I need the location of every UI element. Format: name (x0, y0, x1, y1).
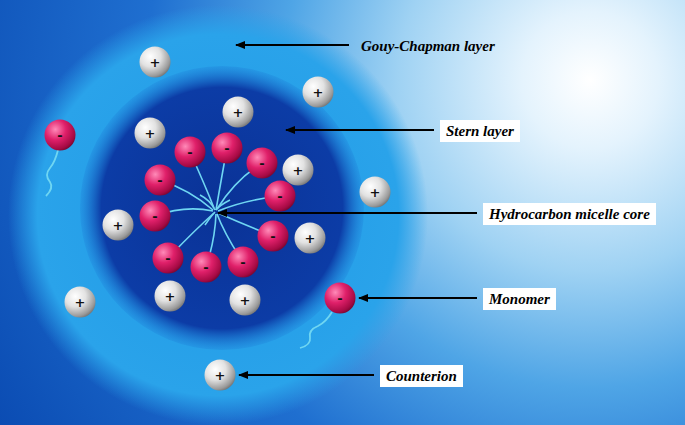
surfactant-head: - (190, 251, 222, 283)
surfactant-head: - (264, 180, 296, 212)
charge-plus: + (165, 290, 176, 303)
charge-minus: - (203, 261, 208, 274)
counterion-sphere: + (204, 359, 236, 391)
counterion-sphere: + (222, 96, 254, 128)
counterion-sphere: + (302, 76, 334, 108)
counterion-sphere: + (359, 176, 391, 208)
charge-plus: + (370, 186, 381, 199)
charge-plus: + (150, 56, 161, 69)
leader-arrows (218, 45, 477, 375)
surfactant-head: - (144, 164, 176, 196)
counterion-sphere: + (134, 117, 166, 149)
charge-plus: + (145, 127, 156, 140)
charge-minus: - (259, 157, 264, 170)
charge-minus: - (157, 174, 162, 187)
charge-minus: - (165, 252, 170, 265)
charge-minus: - (277, 190, 282, 203)
charge-minus: - (224, 142, 229, 155)
surfactant-head: - (152, 242, 184, 274)
counterion-sphere: + (294, 222, 326, 254)
surfactant-head: - (324, 282, 356, 314)
counterion-sphere: + (102, 209, 134, 241)
charge-plus: + (313, 86, 324, 99)
charge-minus: - (187, 146, 192, 159)
charge-plus: + (240, 294, 251, 307)
surfactant-head: - (257, 220, 289, 252)
charge-minus: - (240, 256, 245, 269)
stern-region (80, 66, 364, 350)
surfactant-head: - (227, 246, 259, 278)
callout-label: Counterion (380, 365, 463, 387)
callout-label: Hydrocarbon micelle core (483, 203, 656, 225)
charge-plus: + (215, 369, 226, 382)
charge-plus: + (113, 219, 124, 232)
callout-label: Gouy-Chapman layer (355, 35, 501, 57)
charge-minus: - (337, 292, 342, 305)
charge-minus: - (152, 210, 157, 223)
counterion-sphere: + (282, 154, 314, 186)
gouy-chapman-region (8, 5, 428, 425)
counterion-sphere: + (154, 280, 186, 312)
surfactant-head: - (174, 136, 206, 168)
callout-label: Monomer (483, 288, 556, 310)
charge-plus: + (233, 106, 244, 119)
surfactant-head: - (246, 147, 278, 179)
charge-plus: + (75, 296, 86, 309)
callout-label: Stern layer (440, 120, 520, 142)
charge-plus: + (305, 232, 316, 245)
charge-minus: - (270, 230, 275, 243)
counterion-sphere: + (139, 46, 171, 78)
counterion-sphere: + (64, 286, 96, 318)
charge-plus: + (293, 164, 304, 177)
surfactant-head: - (211, 132, 243, 164)
surfactant-head: - (44, 119, 76, 151)
counterion-sphere: + (229, 284, 261, 316)
monomer-tails (46, 150, 332, 348)
charge-minus: - (57, 129, 62, 142)
surfactant-head: - (139, 200, 171, 232)
